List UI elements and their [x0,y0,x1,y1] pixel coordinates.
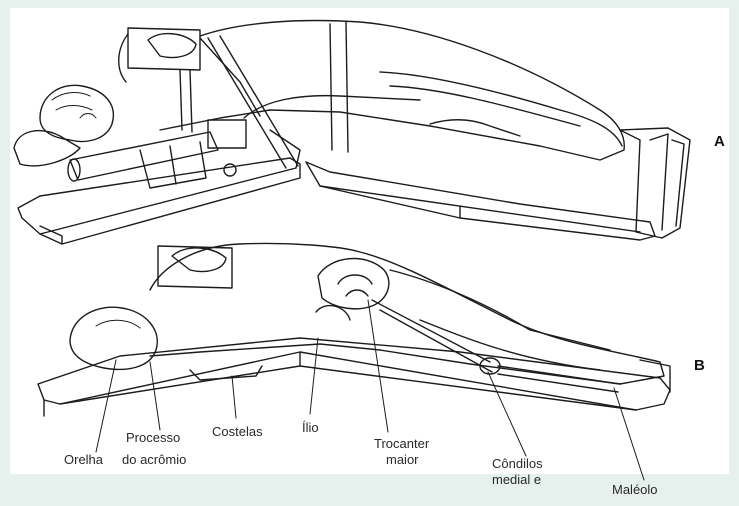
leader-condilos [488,372,526,456]
label-condilos: Côndilos [492,456,543,471]
label-processo: Processo [126,430,180,445]
table-b [38,338,670,410]
label-ilio: Ílio [302,420,319,435]
label-condilos-2: medial e [492,472,541,487]
panel-b-letter: B [694,357,705,374]
label-trocanter: Trocanter [374,436,429,451]
table-a-left-section [18,158,300,244]
hand-a [148,34,196,58]
leader-costelas [232,376,236,418]
panel-a-drawing [14,21,690,244]
label-trocanter-2: maior [386,452,419,467]
strap-a-hip [330,22,348,152]
leader-ilio [310,338,318,414]
head-b [70,307,157,369]
leader-maleolo [614,388,644,480]
table-a-right-section [306,162,655,240]
panel-a-letter: A [714,133,725,150]
label-costelas: Costelas [212,424,263,439]
label-acromio: do acrômio [122,452,186,467]
body-outline-b [150,243,664,384]
leader-orelha [96,360,116,452]
label-orelha: Orelha [64,452,103,467]
pelvis-b [318,259,389,309]
label-maleolo: Maléolo [612,482,658,497]
leg-bones-b [372,300,492,372]
leader-acromio [150,362,160,430]
table-a-right-edge [320,186,640,232]
body-outline-a [160,21,624,160]
legs-a [380,72,622,146]
